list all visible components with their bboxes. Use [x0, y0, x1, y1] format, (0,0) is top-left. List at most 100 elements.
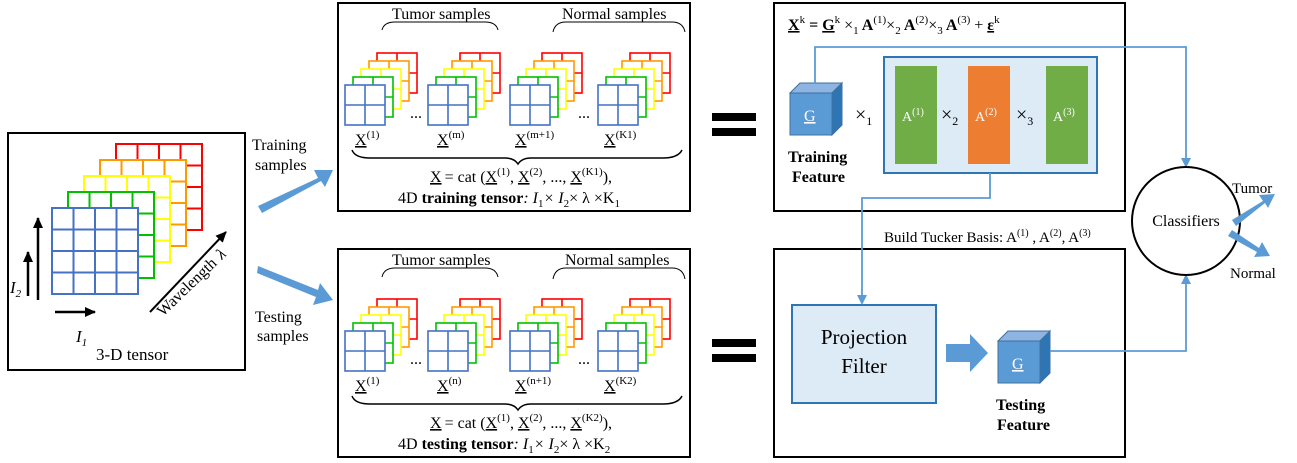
sample-cube-label: X(n+1) — [515, 375, 551, 395]
times-1: ×1 — [855, 104, 872, 128]
factor-a2 — [968, 66, 1010, 164]
sample-cube — [344, 298, 418, 372]
factor-a1 — [895, 66, 937, 164]
testing-feature-label-2: Feature — [997, 417, 1050, 434]
projection-arrow — [946, 334, 988, 372]
sample-cube-label: X(K2) — [604, 375, 637, 395]
tensor-caption: 3-D tensor — [96, 345, 169, 364]
times-3: ×3 — [1016, 104, 1033, 128]
testing-arrow-label-1: Testing — [255, 309, 302, 326]
training-normal-label: Normal samples — [562, 6, 666, 23]
factor-a3 — [1046, 66, 1088, 164]
training-arrow-label-2: samples — [255, 157, 307, 174]
i1-label: I1 — [75, 327, 87, 349]
equals-top-bar-2 — [712, 128, 756, 136]
testing-core-cube: G — [996, 329, 1052, 385]
normal-output-arrow — [1228, 230, 1270, 257]
equals-bottom-bar-1 — [712, 339, 756, 347]
sample-cube — [597, 52, 671, 126]
training-feature-label-1: Training — [788, 149, 847, 166]
sample-cube-label: X(n) — [437, 375, 462, 395]
testing-arrow-label-2: samples — [257, 328, 309, 345]
sample-cube-layer — [509, 330, 551, 372]
factor-a2-label: A(2) — [975, 107, 997, 125]
equals-bottom-bar-2 — [712, 354, 756, 362]
projection-box: Projection Filter G Testing Feature — [773, 248, 1126, 458]
training-arrow-label-1: Training — [252, 137, 307, 154]
sample-cube-layer — [427, 330, 469, 372]
sample-cube-layer — [597, 84, 639, 126]
sample-cube-layer — [344, 330, 386, 372]
wavelength-axis-arrow — [149, 231, 227, 313]
testing-normal-label: Normal samples — [565, 252, 669, 269]
training-cubes — [344, 52, 671, 126]
training-core-cube: G — [788, 81, 844, 137]
factor-a3-label: A(3) — [1053, 107, 1075, 125]
equals-top-bar-1 — [712, 113, 756, 121]
sample-cube-label: X(m) — [437, 129, 465, 149]
testing-cube-labels: X(1) X(n) X(n+1) X(K2) — [355, 375, 637, 395]
training-dots-2: ... — [578, 105, 590, 122]
testing-tumor-label: Tumor samples — [392, 252, 491, 269]
sample-cube-layer — [597, 330, 639, 372]
projection-filter-line-2: Filter — [841, 354, 887, 378]
training-to-classifier-line — [814, 46, 1191, 168]
sample-cube-layer — [509, 84, 551, 126]
testing-equation: X= cat (X(1),X(2), ...,X(K2)), — [430, 412, 612, 432]
sample-cube-layer — [344, 84, 386, 126]
sample-cube — [344, 52, 418, 126]
testing-tumor-brace — [381, 267, 499, 278]
training-box: Tumor samples Normal samples ... ... X(1… — [337, 2, 691, 212]
training-dots-1: ... — [410, 105, 422, 122]
tucker-box: Xk = Gk ×1 A(1)×2 A(2)×3 A(3) + εk G Tra… — [773, 2, 1126, 212]
training-arrow — [258, 170, 333, 213]
connectors — [814, 46, 1191, 352]
testing-bottom-brace — [351, 395, 683, 412]
i2-label: I2 — [9, 278, 22, 300]
testing-dots-2: ... — [578, 351, 590, 368]
sample-cube — [509, 52, 583, 126]
testing-core-label: G — [1012, 356, 1024, 373]
training-tensor-dims: 4D training tensor: I1× I2× λ ×K1 — [398, 190, 620, 210]
training-tumor-brace — [381, 21, 499, 31]
sample-cube-layer — [427, 84, 469, 126]
testing-tensor-dims: 4D testing tensor: I1× I2× λ ×K2 — [398, 436, 610, 456]
testing-cubes — [344, 298, 671, 372]
classifier-label: Classifiers — [1152, 213, 1220, 230]
testing-dots-1: ... — [410, 351, 422, 368]
sample-cube — [427, 298, 501, 372]
tumor-output-label: Tumor — [1232, 181, 1272, 197]
tucker-equation: Xk = Gk ×1 A(1)×2 A(2)×3 A(3) + εk — [788, 14, 1000, 37]
times-2: ×2 — [941, 104, 958, 128]
training-core-label: G — [804, 108, 816, 125]
build-basis-label: Build Tucker Basis: A(1) , A(2), A(3) — [884, 228, 1091, 246]
testing-arrow — [257, 266, 333, 305]
equals-signs — [712, 113, 756, 362]
sample-cube-label: X(m+1) — [515, 129, 554, 149]
tensor-layer — [51, 207, 139, 295]
normal-output-label: Normal — [1230, 266, 1276, 282]
tensor-layer-stack — [51, 143, 203, 295]
sample-cube-label: X(K1) — [604, 129, 637, 149]
training-tumor-label: Tumor samples — [392, 6, 491, 23]
training-cube-labels: X(1) X(m) X(m+1) X(K1) — [355, 129, 637, 149]
training-normal-brace — [552, 21, 686, 33]
sample-cube-label: X(1) — [355, 129, 380, 149]
testing-box: Tumor samples Normal samples ... ... X(1… — [337, 248, 691, 458]
tensor-panel: I2 I1 3-D tensor Wavelengthλ — [7, 132, 246, 371]
training-feature-label-2: Feature — [792, 169, 845, 186]
sample-cube — [427, 52, 501, 126]
testing-to-classifier-line — [1050, 274, 1191, 352]
testing-feature-label-1: Testing — [996, 397, 1045, 414]
training-bottom-brace — [351, 149, 683, 166]
tumor-output-arrow — [1232, 194, 1275, 226]
projection-filter-line-1: Projection — [821, 325, 908, 349]
basis-to-projection-line — [857, 173, 991, 305]
classifier: Classifiers Tumor Normal — [1131, 166, 1276, 282]
sample-cube — [509, 298, 583, 372]
sample-arrows: Training samples Testing samples — [252, 137, 333, 345]
sample-cube — [597, 298, 671, 372]
sample-cube-label: X(1) — [355, 375, 380, 395]
factor-a1-label: A(1) — [902, 107, 924, 125]
